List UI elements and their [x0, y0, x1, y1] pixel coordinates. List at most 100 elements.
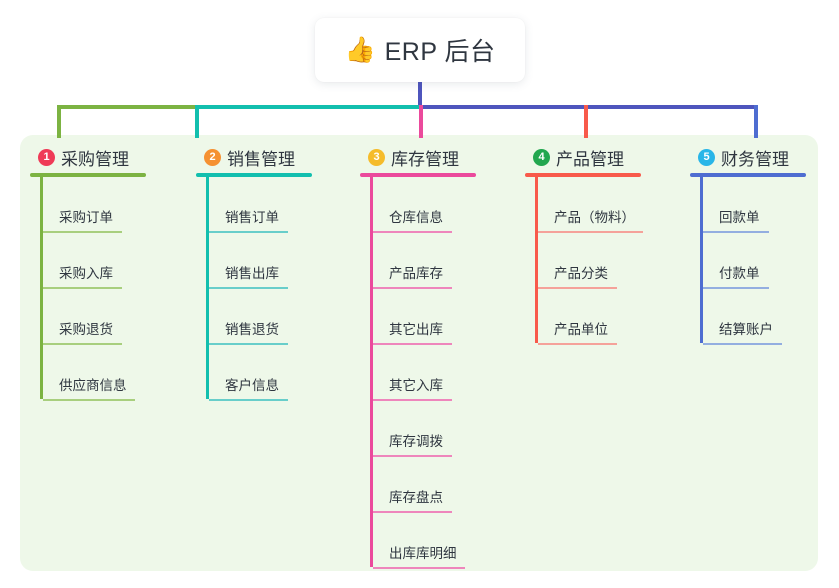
leaf-item[interactable]: 产品分类	[535, 235, 641, 291]
leaf-item[interactable]: 结算账户	[700, 291, 806, 347]
leaf-label: 客户信息	[225, 378, 279, 393]
leaf-label: 产品（物料）	[554, 210, 635, 225]
leaf-label: 产品库存	[389, 266, 443, 281]
branch-spine	[370, 177, 373, 567]
leaf-underline	[703, 343, 782, 345]
leaf-label: 采购退货	[59, 322, 113, 337]
leaf-label: 出库库明细	[389, 546, 457, 561]
trunk-segment-2	[195, 105, 421, 109]
trunk-segment-3	[419, 105, 758, 109]
leaf-label: 库存盘点	[389, 490, 443, 505]
branch-number-badge: 3	[368, 148, 385, 166]
branch-drop-2	[195, 105, 199, 138]
branch-column-3[interactable]: 3 库存管理仓库信息产品库存其它出库其它入库库存调拨库存盘点出库库明细	[360, 146, 476, 571]
leaf-label: 供应商信息	[59, 378, 127, 393]
leaf-underline	[43, 343, 122, 345]
leaf-item[interactable]: 客户信息	[206, 347, 312, 403]
leaf-item[interactable]: 销售出库	[206, 235, 312, 291]
branch-header-5[interactable]: 5 财务管理	[690, 146, 806, 169]
leaf-underline	[209, 231, 288, 233]
leaf-label: 付款单	[719, 266, 760, 281]
branch-title: 库存管理	[391, 149, 459, 169]
leaf-underline	[703, 287, 769, 289]
branch-underline	[196, 173, 312, 177]
leaf-item[interactable]: 采购入库	[40, 235, 146, 291]
leaf-item[interactable]: 采购订单	[40, 179, 146, 235]
branch-column-4[interactable]: 4 产品管理产品（物料） 产品分类产品单位	[525, 146, 643, 347]
branch-spine	[535, 177, 538, 343]
leaf-item[interactable]: 仓库信息	[370, 179, 476, 235]
leaf-label: 产品单位	[554, 322, 608, 337]
branch-children: 采购订单采购入库采购退货供应商信息	[40, 177, 146, 403]
leaf-underline	[373, 343, 452, 345]
leaf-item[interactable]: 产品（物料）	[535, 179, 643, 235]
leaf-item[interactable]: 库存盘点	[370, 459, 476, 515]
leaf-label: 销售订单	[225, 210, 279, 225]
leaf-underline	[703, 231, 769, 233]
leaf-item[interactable]: 回款单	[700, 179, 806, 235]
branch-number-badge: 4	[533, 148, 550, 166]
branch-column-2[interactable]: 2 销售管理销售订单销售出库销售退货客户信息	[196, 146, 312, 403]
leaf-label: 采购入库	[59, 266, 113, 281]
trunk-segment-1	[57, 105, 197, 109]
leaf-item[interactable]: 出库库明细	[370, 515, 476, 571]
leaf-item[interactable]: 产品库存	[370, 235, 476, 291]
leaf-underline	[43, 287, 122, 289]
branch-drop-1	[57, 105, 61, 138]
root-drop-connector	[418, 82, 422, 107]
leaf-underline	[538, 343, 617, 345]
branch-header-4[interactable]: 4 产品管理	[525, 146, 641, 169]
branch-underline	[525, 173, 641, 177]
leaf-item[interactable]: 销售退货	[206, 291, 312, 347]
page-title: ERP 后台	[384, 38, 496, 66]
leaf-underline	[209, 287, 288, 289]
leaf-underline	[43, 399, 135, 401]
leaf-item[interactable]: 销售订单	[206, 179, 312, 235]
leaf-item[interactable]: 其它出库	[370, 291, 476, 347]
leaf-item[interactable]: 供应商信息	[40, 347, 146, 403]
branch-drop-3	[419, 105, 423, 138]
branch-number-badge: 5	[698, 148, 715, 166]
leaf-label: 其它入库	[389, 378, 443, 393]
leaf-label: 结算账户	[719, 322, 773, 337]
branch-header-3[interactable]: 3 库存管理	[360, 146, 476, 169]
branch-drop-5	[754, 105, 758, 138]
root-node[interactable]: 👍 ERP 后台	[315, 18, 525, 82]
branch-underline	[690, 173, 806, 177]
leaf-item[interactable]: 采购退货	[40, 291, 146, 347]
leaf-underline	[209, 399, 288, 401]
branch-header-2[interactable]: 2 销售管理	[196, 146, 312, 169]
leaf-label: 其它出库	[389, 322, 443, 337]
diagram-background-panel	[20, 135, 818, 571]
leaf-underline	[373, 231, 452, 233]
branch-title: 产品管理	[556, 149, 624, 169]
leaf-item[interactable]: 付款单	[700, 235, 806, 291]
branch-underline	[30, 173, 146, 177]
leaf-item[interactable]: 产品单位	[535, 291, 641, 347]
branch-underline	[360, 173, 476, 177]
leaf-item[interactable]: 其它入库	[370, 347, 476, 403]
branch-title: 销售管理	[227, 149, 295, 169]
leaf-label: 产品分类	[554, 266, 608, 281]
leaf-underline	[538, 287, 617, 289]
branch-title: 财务管理	[721, 149, 789, 169]
leaf-underline	[373, 567, 465, 569]
leaf-label: 库存调拨	[389, 434, 443, 449]
branch-children: 销售订单销售出库销售退货客户信息	[206, 177, 312, 403]
branch-spine	[40, 177, 43, 399]
leaf-underline	[209, 343, 288, 345]
thumbs-up-icon: 👍	[344, 35, 376, 64]
leaf-underline	[373, 455, 452, 457]
branch-children: 回款单付款单结算账户	[700, 177, 806, 347]
leaf-underline	[538, 231, 643, 233]
branch-spine	[700, 177, 703, 343]
branch-number-badge: 2	[204, 148, 221, 166]
branch-column-5[interactable]: 5 财务管理回款单付款单结算账户	[690, 146, 806, 347]
leaf-label: 销售退货	[225, 322, 279, 337]
leaf-item[interactable]: 库存调拨	[370, 403, 476, 459]
leaf-underline	[373, 287, 452, 289]
leaf-underline	[373, 399, 452, 401]
leaf-underline	[43, 231, 122, 233]
